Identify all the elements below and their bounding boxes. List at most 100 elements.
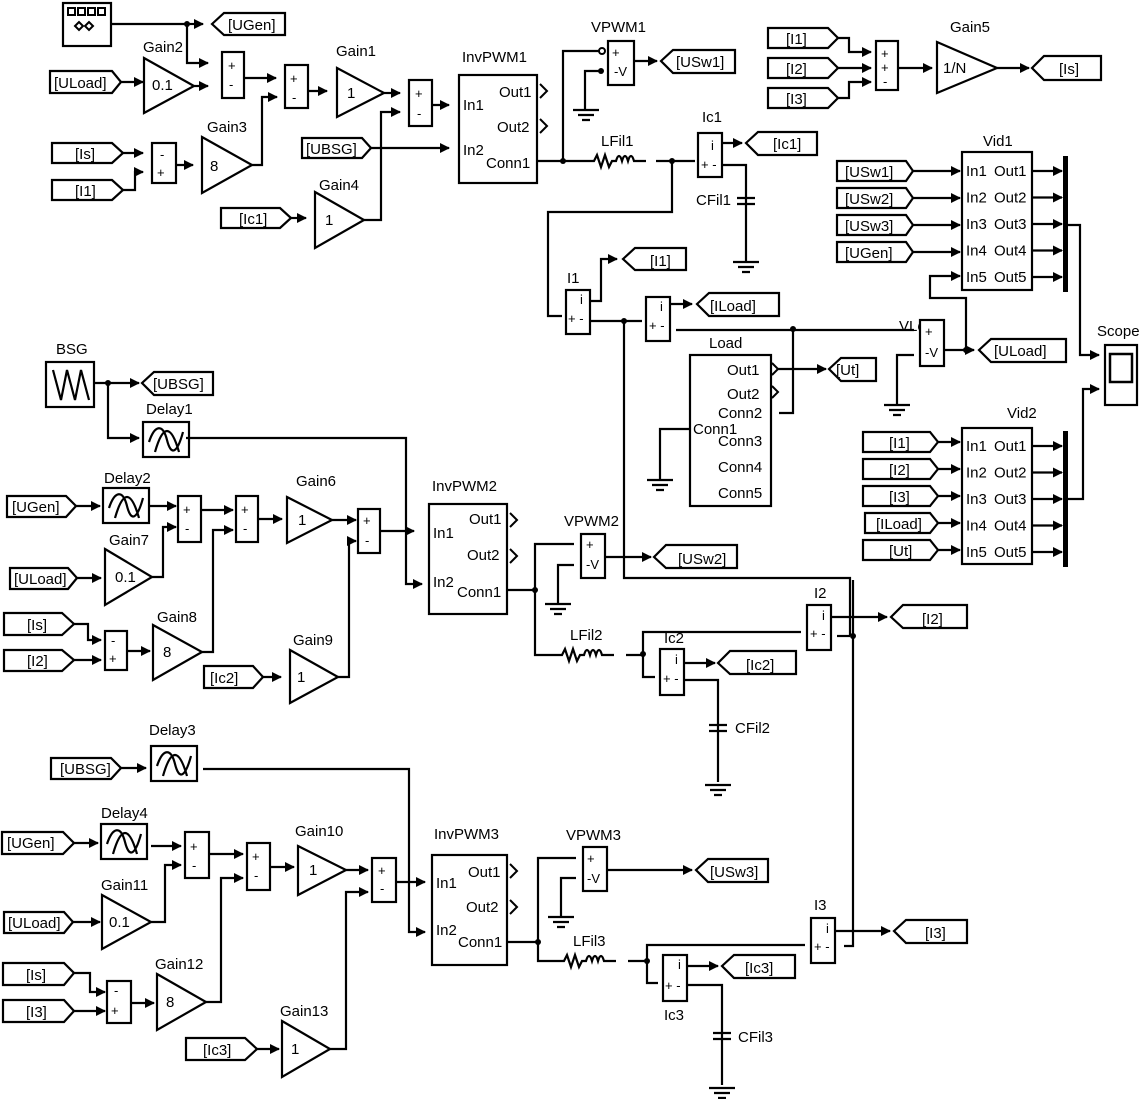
vpwm1-voltmeter[interactable]: + -V — [606, 39, 636, 87]
delay1-block[interactable] — [141, 420, 191, 459]
from-ubsg-1[interactable]: [UBSG] — [300, 136, 373, 160]
sum-block-2a[interactable]: + - — [176, 494, 203, 544]
sum-block-is[interactable]: + + - — [874, 39, 900, 92]
goto-i2[interactable]: [I2] — [889, 603, 969, 630]
gain6-block[interactable]: 1 — [285, 495, 335, 545]
sum-block-1b[interactable]: + - — [283, 63, 310, 110]
sum-block-3c[interactable]: - + — [105, 979, 133, 1025]
vpwm3-voltmeter[interactable]: + -V — [581, 845, 609, 893]
gain11-block[interactable]: 0.1 — [100, 893, 154, 951]
from-ugen-2[interactable]: [UGen] — [5, 494, 78, 519]
goto-ugen[interactable]: [UGen] — [210, 11, 287, 37]
goto-i1[interactable]: [I1] — [621, 246, 688, 272]
goto-is[interactable]: [Is] — [1030, 54, 1103, 82]
gain10-block[interactable]: 1 — [296, 844, 349, 897]
from-ic1-1[interactable]: [Ic1] — [219, 206, 293, 230]
from-i3-vid2[interactable]: [I3] — [861, 484, 940, 508]
from-ic2-2[interactable]: [Ic2] — [202, 664, 265, 690]
delay2-block[interactable] — [101, 486, 151, 525]
from-i3-3[interactable]: [I3] — [1, 998, 76, 1024]
gain13-block[interactable]: 1 — [280, 1019, 333, 1079]
goto-ic1[interactable]: [Ic1] — [744, 130, 819, 157]
goto-ic2[interactable]: [Ic2] — [716, 649, 798, 676]
from-ic3-3[interactable]: [Ic3] — [184, 1036, 259, 1062]
from-i2-2[interactable]: [I2] — [2, 648, 76, 673]
gain7-block[interactable]: 0.1 — [103, 547, 155, 607]
from-ugen-3[interactable]: [UGen] — [0, 830, 76, 856]
invpwm1-block[interactable]: In1 In2 Out1 Out2 Conn1 — [457, 73, 549, 185]
from-uload-1[interactable]: [ULoad] — [48, 69, 123, 95]
from-is-3[interactable]: [Is] — [1, 961, 76, 987]
from-uload-3[interactable]: [ULoad] — [2, 910, 75, 935]
load-block[interactable]: Out1 Out2 Conn2 Conn1 Conn3 Conn4 Conn5 — [688, 353, 780, 508]
invpwm3-block[interactable]: In1 In2 Out1 Out2 Conn1 — [430, 853, 519, 967]
sum-block-1d[interactable]: + - — [407, 78, 434, 128]
sum-block-3a[interactable]: + - — [183, 830, 211, 880]
invpwm2-block[interactable]: In1 In2 Out1 Out2 Conn1 — [427, 502, 519, 616]
goto-usw2[interactable]: [USw2] — [652, 543, 739, 570]
gain5-block[interactable]: 1/N — [935, 40, 1000, 95]
goto-ubsg[interactable]: [UBSG] — [140, 370, 215, 397]
goto-i3[interactable]: [I3] — [892, 918, 969, 945]
from-is-2[interactable]: [Is] — [2, 611, 76, 637]
from-i1-top[interactable]: [I1] — [766, 26, 840, 50]
scope-block[interactable] — [1103, 343, 1139, 407]
lfil1-inductor[interactable] — [580, 151, 646, 171]
vid-input-port-label: In5 — [966, 544, 987, 561]
from-ugen-vid1[interactable]: [UGen] — [835, 240, 915, 264]
goto-usw1[interactable]: [USw1] — [659, 48, 737, 75]
ic2-ammeter[interactable]: i + - — [658, 647, 686, 697]
svg-text:In2: In2 — [436, 922, 457, 939]
sum-block-2b[interactable]: + - — [234, 494, 260, 544]
i1-ammeter[interactable]: i + - — [564, 288, 592, 336]
vpwm2-voltmeter[interactable]: + -V — [579, 532, 607, 580]
from-ut-vid2[interactable]: [Ut] — [861, 538, 940, 562]
sum-block-3b[interactable]: + - — [245, 841, 272, 892]
gain3-block[interactable]: 8 — [200, 135, 255, 195]
from-usw1-vid1[interactable]: [USw1] — [835, 159, 915, 183]
goto-iload[interactable]: [ILoad] — [695, 291, 781, 318]
sum-block-1c[interactable]: - + — [150, 141, 178, 185]
from-i2-top[interactable]: [I2] — [766, 56, 840, 80]
sum-block-1a[interactable]: + - — [220, 50, 246, 100]
goto-ut[interactable]: [Ut] — [827, 356, 878, 383]
ic1-ammeter[interactable]: i + - — [696, 131, 724, 179]
from-i1-1[interactable]: [I1] — [50, 178, 125, 202]
sum-block-2d[interactable]: + - — [356, 507, 382, 555]
iload-ammeter[interactable]: i + - — [644, 295, 672, 343]
goto-usw3[interactable]: [USw3] — [694, 857, 770, 884]
i2-ammeter[interactable]: i + - — [805, 603, 833, 652]
from-iload-vid2[interactable]: [ILoad] — [863, 511, 940, 535]
gain9-block[interactable]: 1 — [288, 648, 341, 705]
from-is-1[interactable]: [Is] — [50, 141, 125, 165]
from-ubsg-3[interactable]: [UBSG] — [49, 756, 123, 781]
sum-block-3d[interactable]: + - — [370, 856, 398, 904]
lfil3-inductor[interactable] — [550, 951, 616, 971]
gain12-block[interactable]: 8 — [155, 972, 209, 1032]
mux-bar[interactable] — [1063, 431, 1068, 567]
gain4-block[interactable]: 1 — [313, 190, 367, 250]
sum-block-2c[interactable]: - + — [103, 629, 129, 672]
lfil2-inductor[interactable] — [548, 645, 614, 665]
goto-ic3[interactable]: [Ic3] — [720, 953, 797, 980]
i3-ammeter[interactable]: i + - — [809, 916, 837, 965]
from-i1-vid2[interactable]: [I1] — [861, 430, 940, 454]
ugen-source-block[interactable] — [61, 1, 113, 48]
mux-bar[interactable] — [1063, 156, 1068, 292]
ic3-ammeter[interactable]: i + - — [661, 953, 689, 1003]
gain1-block[interactable]: 1 — [335, 66, 387, 119]
from-usw3-vid1[interactable]: [USw3] — [835, 213, 915, 237]
from-usw2-vid1[interactable]: [USw2] — [835, 186, 915, 210]
vload-voltmeter[interactable]: + -V — [918, 318, 946, 368]
delay4-block[interactable] — [99, 822, 149, 861]
from-uload-2[interactable]: [ULoad] — [8, 566, 79, 591]
bsg-block[interactable] — [44, 360, 96, 409]
gain8-block[interactable]: 8 — [151, 623, 205, 682]
gain2-block[interactable]: 0.1 — [142, 56, 197, 115]
from-i2-vid2[interactable]: [I2] — [861, 457, 940, 481]
from-i3-top[interactable]: [I3] — [766, 86, 840, 110]
delay3-block[interactable] — [149, 744, 199, 783]
goto-uload[interactable]: [ULoad] — [977, 337, 1068, 364]
